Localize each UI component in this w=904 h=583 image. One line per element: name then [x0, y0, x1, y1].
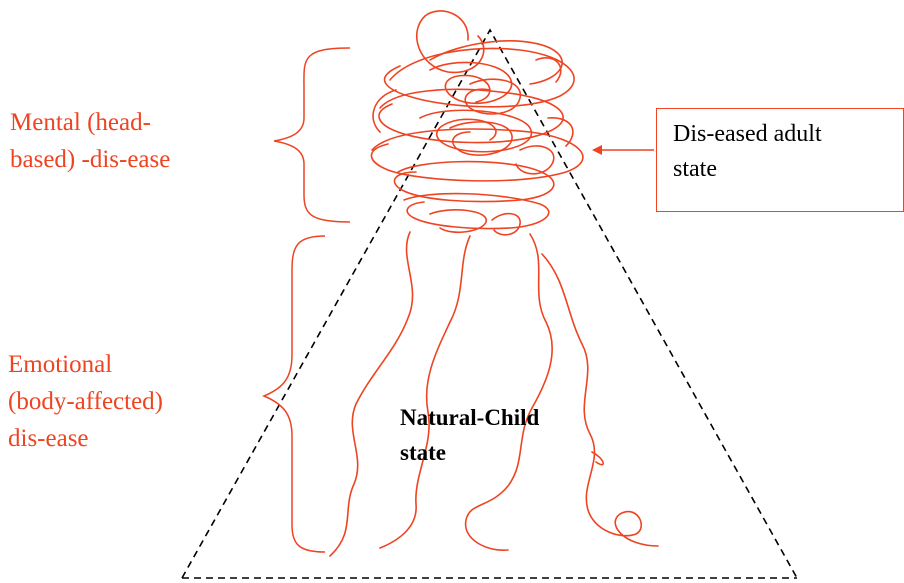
mental-label-line-1: Mental (head-: [10, 109, 151, 136]
emotional-label-line-1: Emotional: [8, 351, 113, 378]
emotional-label-line-2: (body-affected): [8, 388, 164, 415]
child-label-line-2: state: [400, 440, 446, 465]
callout-line-1: Dis-eased adult: [673, 121, 822, 147]
tangled-scribble: [370, 10, 584, 236]
emotional-dis-ease-label: Emotional (body-affected) dis-ease: [8, 346, 163, 457]
natural-child-label: Natural-Child state: [400, 400, 539, 470]
callout-line-2: state: [673, 156, 717, 182]
emotional-label-line-3: dis-ease: [8, 425, 89, 452]
mental-label-line-2: based) -dis-ease: [10, 146, 171, 173]
dis-eased-adult-callout: Dis-eased adult state: [656, 108, 904, 212]
mental-dis-ease-label: Mental (head- based) -dis-ease: [10, 104, 170, 178]
emotional-brace: [262, 235, 326, 553]
body-strands: [329, 231, 659, 557]
child-label-line-1: Natural-Child: [400, 405, 540, 430]
mental-brace: [273, 47, 351, 223]
natural-child-triangle: [181, 28, 798, 579]
